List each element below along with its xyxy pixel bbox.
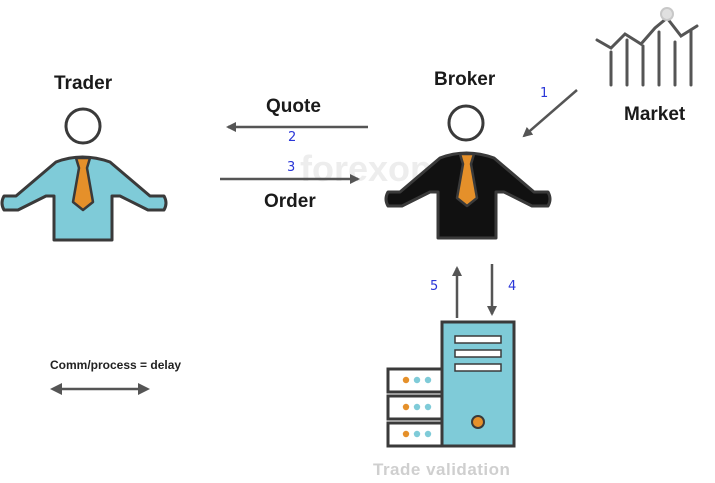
step-5-number: 5 xyxy=(430,279,439,294)
server-rack-icon xyxy=(386,320,516,448)
market-label: Market xyxy=(624,104,686,125)
step-1-number: 1 xyxy=(540,86,549,101)
broker-label: Broker xyxy=(434,69,496,90)
market-to-broker-arrow xyxy=(522,89,578,138)
tie-icon xyxy=(455,152,479,208)
broker-figure-icon xyxy=(384,104,552,240)
legend-double-arrow-icon xyxy=(50,383,150,395)
step-3-number: 3 xyxy=(287,160,296,175)
tie-icon xyxy=(71,156,95,212)
quote-label: Quote xyxy=(266,96,321,117)
step-2-number: 2 xyxy=(288,130,297,145)
trader-figure-icon xyxy=(0,107,168,242)
trader-label: Trader xyxy=(54,73,113,94)
legend-text: Comm/process = delay xyxy=(50,358,182,372)
market-chart-icon xyxy=(595,7,699,87)
step-4-number: 4 xyxy=(508,279,517,294)
order-label: Order xyxy=(264,191,316,212)
trade-validation-label: Trade validation xyxy=(373,460,511,479)
